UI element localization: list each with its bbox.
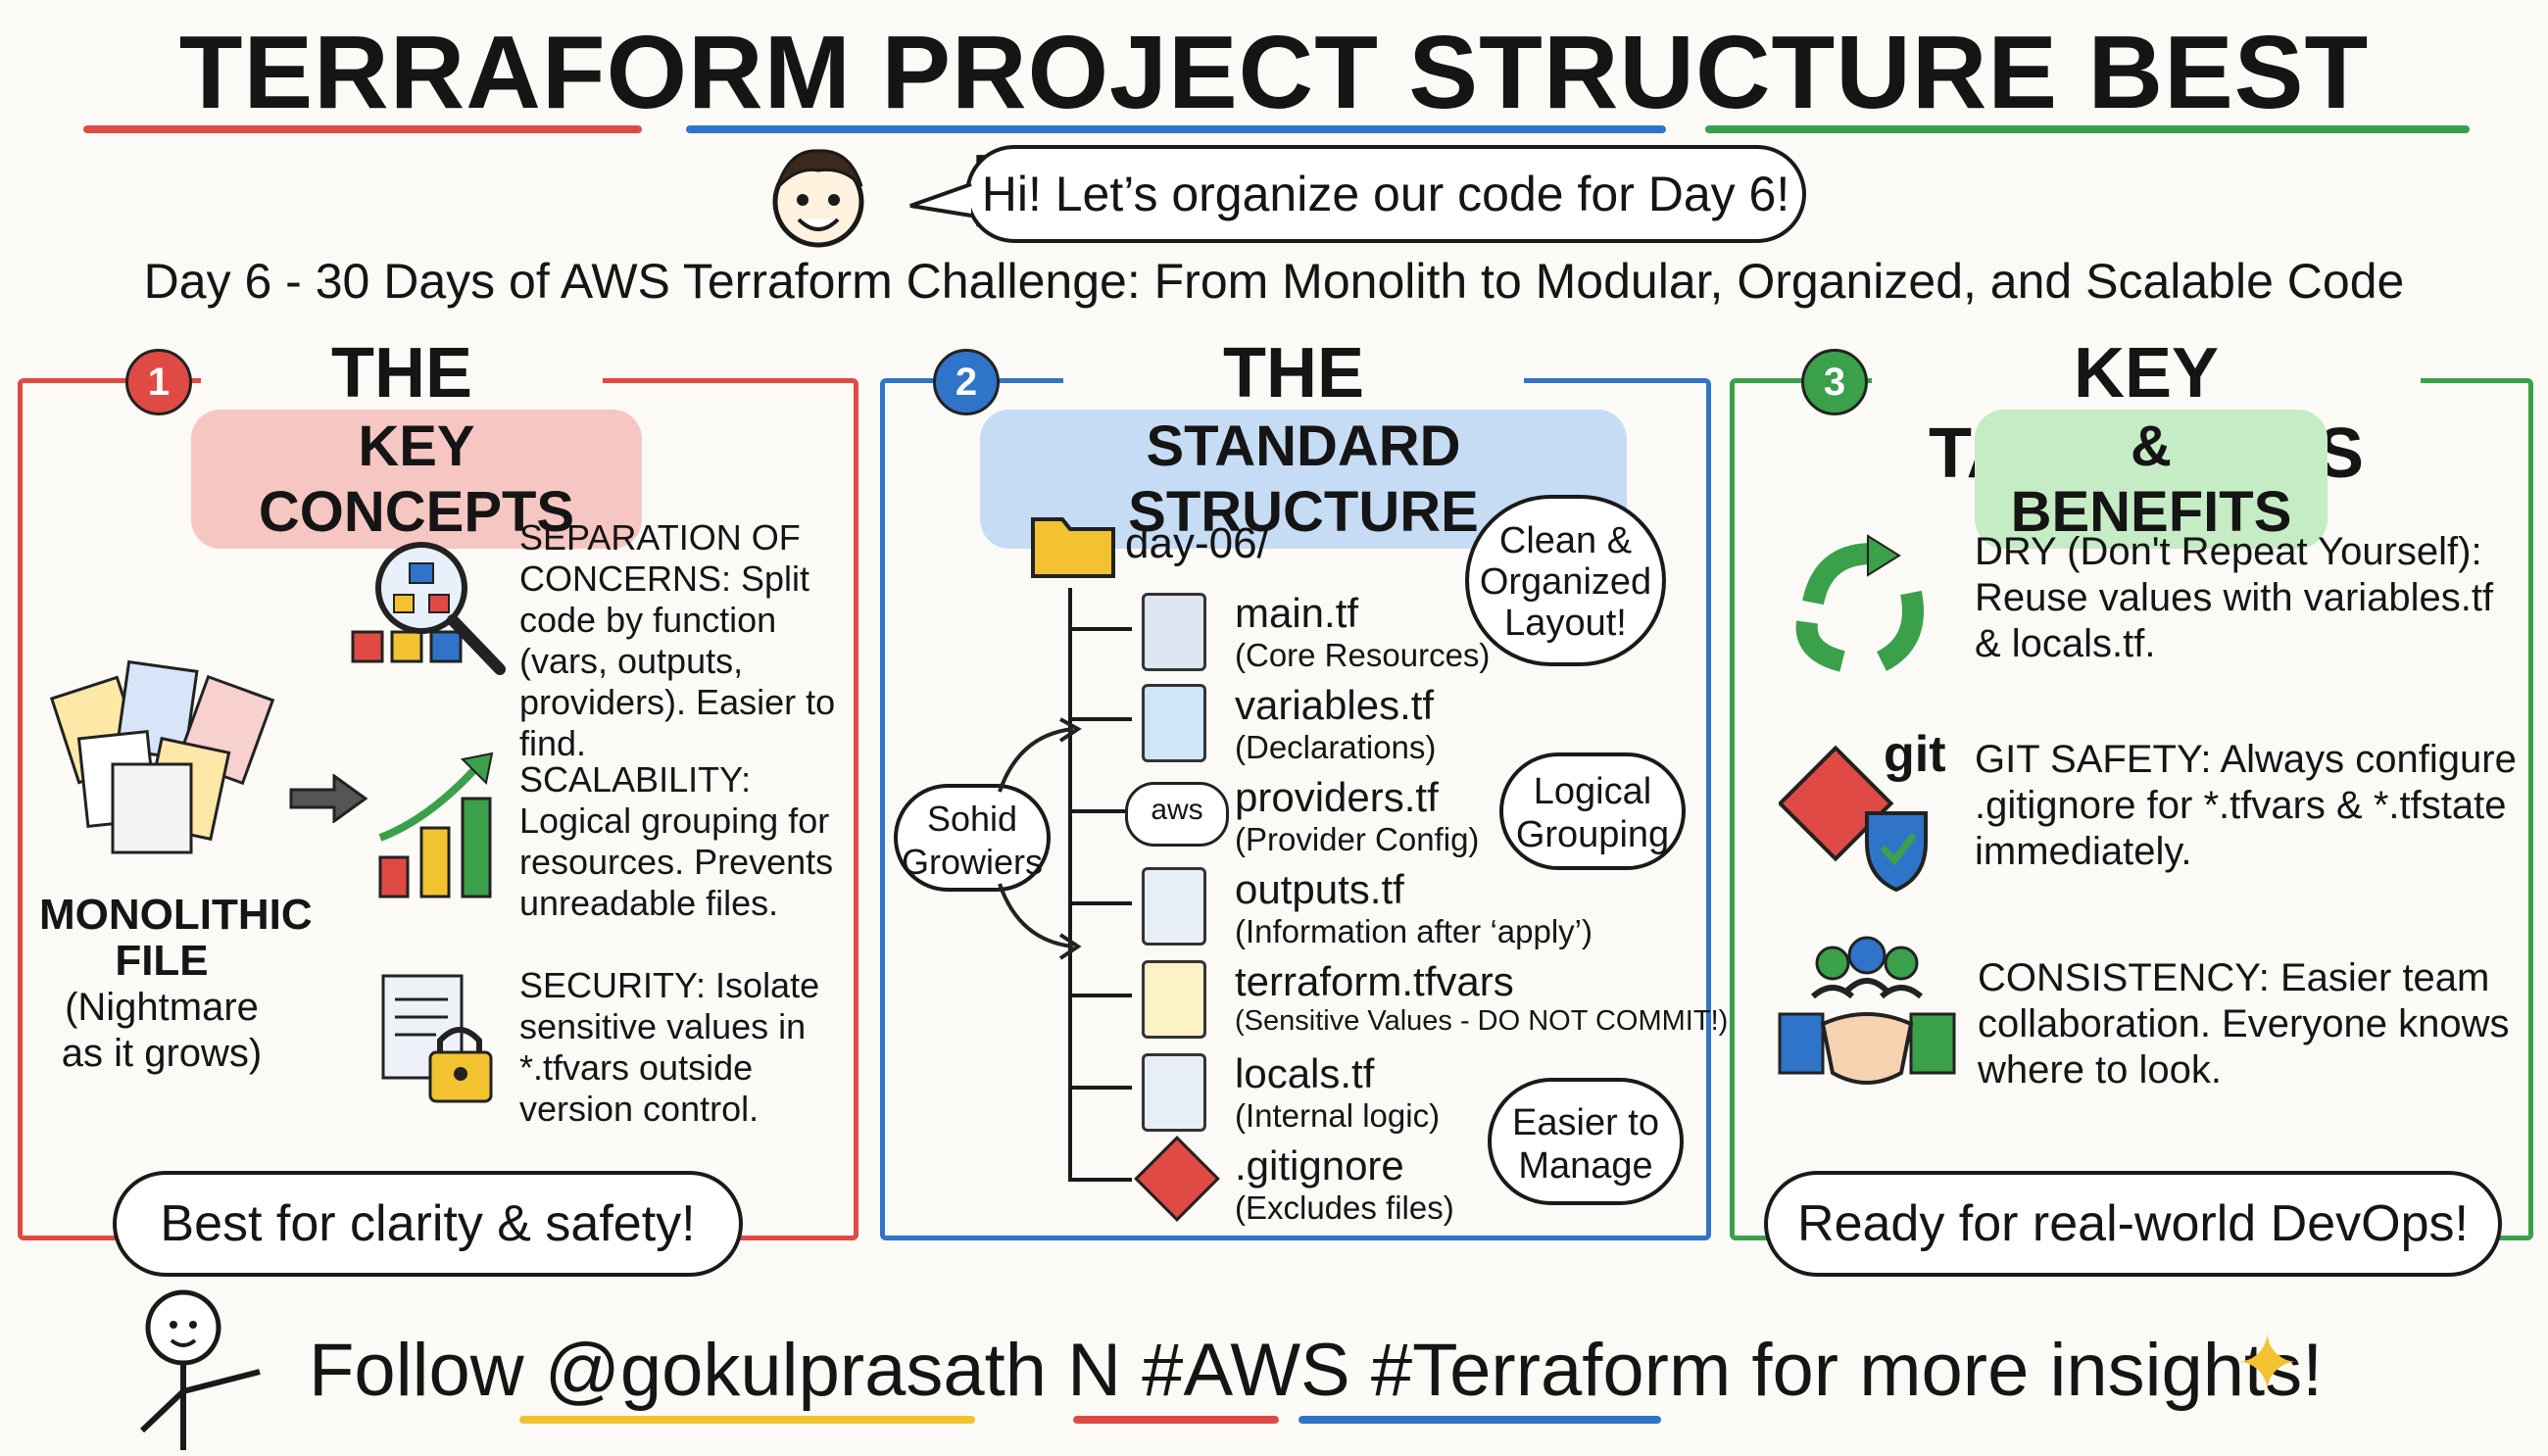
footer-underline-yellow (519, 1416, 975, 1424)
growth-chart-icon (372, 750, 510, 906)
export-file-icon (1142, 867, 1206, 946)
file-desc: (Declarations) (1235, 729, 1437, 765)
stick-figure-icon (132, 1284, 279, 1451)
file-desc: (Information after ‘apply’) (1235, 913, 1592, 949)
tree-trunk (1068, 588, 1072, 1181)
tree-branch (1068, 1086, 1132, 1090)
side-label-bubble: Sohid Growiers (894, 784, 1051, 892)
tree-branch (1068, 994, 1132, 997)
speech-bubble-tail (909, 182, 972, 218)
file-desc: (Provider Config) (1235, 821, 1480, 857)
git-label: git (1884, 726, 1946, 783)
gear-calculator-file-icon (1142, 1053, 1206, 1132)
panel3-number: 3 (1801, 349, 1868, 415)
recycle-arrows-icon (1784, 534, 1940, 681)
file-desc: (Internal logic) (1235, 1097, 1441, 1134)
file-desc: (Sensitive Values - DO NOT COMMIT!) (1235, 1005, 1729, 1037)
footer-underline-blue (1298, 1416, 1661, 1424)
git-shield-icon (1777, 745, 1945, 893)
title-underline-red (83, 125, 642, 133)
folder-name: day-06/ (1125, 519, 1269, 567)
file-name: terraform.tfvars (1235, 958, 1514, 1004)
panel1-subheading: KEY CONCEPTS (191, 410, 642, 549)
tree-branch (1068, 901, 1132, 905)
footer-text: Follow @gokulprasath N #AWS #Terraform f… (309, 1329, 2324, 1412)
folder-icon (1029, 510, 1117, 580)
callout-easier-manage: Easier to Manage (1488, 1078, 1684, 1205)
callout-logical-grouping: Logical Grouping (1499, 752, 1686, 870)
panel1-cloud: Best for clarity & safety! (113, 1171, 743, 1277)
monolith-title: MONOLITHIC FILE (39, 891, 313, 985)
concept-scalability: SCALABILITY: Logical grouping for resour… (519, 759, 834, 923)
panel3-cloud: Ready for real-world DevOps! (1764, 1171, 2502, 1277)
panel1-number: 1 (125, 349, 192, 415)
mascot-face-icon (760, 137, 877, 255)
key-file-icon (1142, 960, 1206, 1039)
concept-separation: SEPARATION OF CONCERNS: Split code by fu… (519, 517, 836, 763)
tree-branch (1068, 809, 1132, 813)
monolith-desc: (Nightmare as it grows) (61, 986, 263, 1075)
file-name: locals.tf (1235, 1050, 1375, 1096)
file-name: variables.tf (1235, 682, 1435, 728)
file-desc: (Excludes files) (1235, 1189, 1454, 1226)
file-desc: (Core Resources) (1235, 637, 1491, 673)
title-underline-green (1705, 125, 2470, 133)
arrow-right-icon (289, 773, 368, 824)
file-name: providers.tf (1235, 774, 1439, 820)
curved-arrows-icon (998, 717, 1082, 960)
title-underline-blue (686, 125, 1666, 133)
callout-clean-layout: Clean & Organized Layout! (1465, 495, 1666, 666)
tag-file-icon (1142, 684, 1206, 762)
aws-file-icon (1142, 593, 1206, 671)
file-name: main.tf (1235, 590, 1359, 636)
subtitle: Day 6 - 30 Days of AWS Terraform Challen… (143, 254, 2405, 309)
tree-branch (1068, 1178, 1132, 1182)
paper-pile-icon (44, 656, 289, 862)
takeaway-git-safety: GIT SAFETY: Always configure .gitignore … (1975, 738, 2517, 873)
handshake-team-icon (1774, 936, 1960, 1102)
panel3-subheading: & BENEFITS (1975, 410, 2328, 549)
file-name: outputs.tf (1235, 866, 1404, 912)
panel2-number: 2 (933, 349, 1000, 415)
takeaway-dry: DRY (Don't Repeat Yourself): Reuse value… (1975, 530, 2494, 665)
takeaway-consistency: CONSISTENCY: Easier team collaboration. … (1978, 956, 2510, 1092)
locked-document-icon (377, 970, 505, 1107)
footer-underline-red (1073, 1416, 1279, 1424)
speech-bubble: Hi! Let’s organize our code for Day 6! (965, 145, 1806, 243)
aws-cloud-icon: aws (1125, 782, 1229, 847)
panel2-subheading: STANDARD STRUCTURE (980, 410, 1627, 549)
sparkle-icon: ✦ (2234, 1320, 2301, 1407)
tree-branch (1068, 717, 1132, 721)
concept-security: SECURITY: Isolate sensitive values in *.… (519, 965, 820, 1129)
file-name: .gitignore (1235, 1142, 1404, 1189)
tree-branch (1068, 627, 1132, 631)
magnifier-hierarchy-icon (343, 534, 510, 681)
